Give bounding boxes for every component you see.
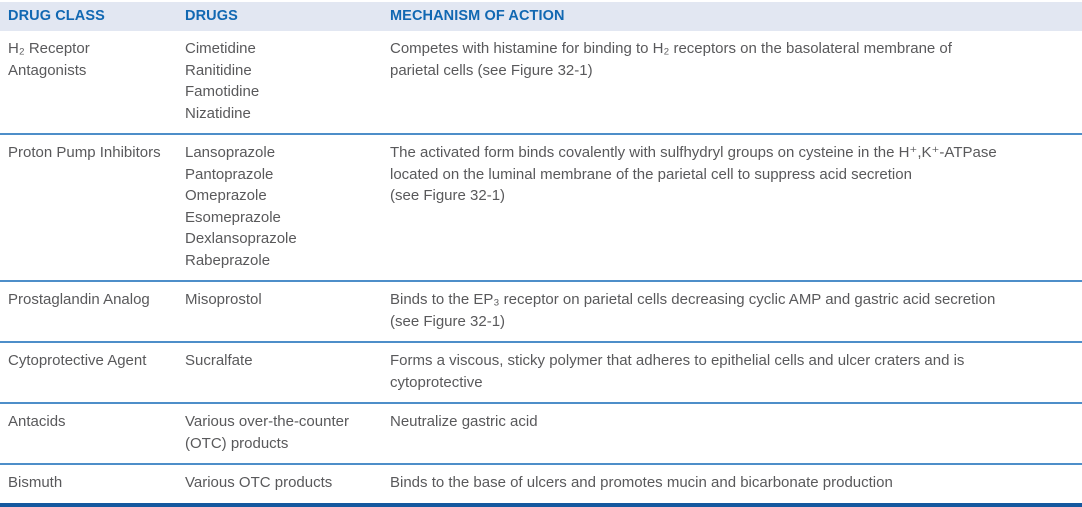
column-header-drugs: DRUGS [185, 8, 238, 24]
mechanism-cell: Binds to the EP₃ receptor on parietal ce… [382, 280, 1082, 342]
drug-class-cell: H₂ Receptor Antagonists [8, 40, 90, 79]
table-row: H₂ Receptor Antagonists Cimetidine Ranit… [0, 31, 1082, 134]
table-row: Antacids Various over-the-counter (OTC) … [0, 402, 1082, 464]
drugs-cell: Misoprostol [177, 280, 382, 342]
drug-class-cell: Cytoprotective Agent [0, 341, 177, 403]
drugs-cell: Sucralfate [177, 341, 382, 403]
column-header-drug-class: DRUG CLASS [8, 8, 105, 24]
column-header-mechanism: MECHANISM OF ACTION [390, 8, 565, 24]
drugs-cell: Lansoprazole Pantoprazole Omeprazole Eso… [177, 133, 382, 281]
mechanism-cell: Binds to the base of ulcers and promotes… [382, 463, 1082, 506]
table-row: Prostaglandin Analog Misoprostol Binds t… [0, 280, 1082, 342]
drugs-cell: Cimetidine Ranitidine Famotidine Nizatid… [185, 40, 260, 122]
drug-class-cell: Proton Pump Inhibitors [0, 133, 177, 281]
drug-class-cell: Prostaglandin Analog [0, 280, 177, 342]
mechanism-cell: Neutralize gastric acid [382, 402, 1082, 464]
mechanism-cell: Forms a viscous, sticky polymer that adh… [382, 341, 1082, 403]
mechanism-cell: Competes with histamine for binding to H… [390, 40, 952, 79]
table-row: Bismuth Various OTC products Binds to th… [0, 463, 1082, 506]
mechanism-cell: The activated form binds covalently with… [382, 133, 1082, 281]
table-row: Proton Pump Inhibitors Lansoprazole Pant… [0, 133, 1082, 281]
drug-class-cell: Antacids [0, 402, 177, 464]
drugs-cell: Various over-the-counter (OTC) products [177, 402, 382, 464]
table-row: Cytoprotective Agent Sucralfate Forms a … [0, 341, 1082, 403]
drug-class-cell: Bismuth [0, 463, 177, 506]
drugs-cell: Various OTC products [177, 463, 382, 506]
header-row: DRUG CLASS DRUGS MECHANISM OF ACTION [0, 2, 1082, 31]
